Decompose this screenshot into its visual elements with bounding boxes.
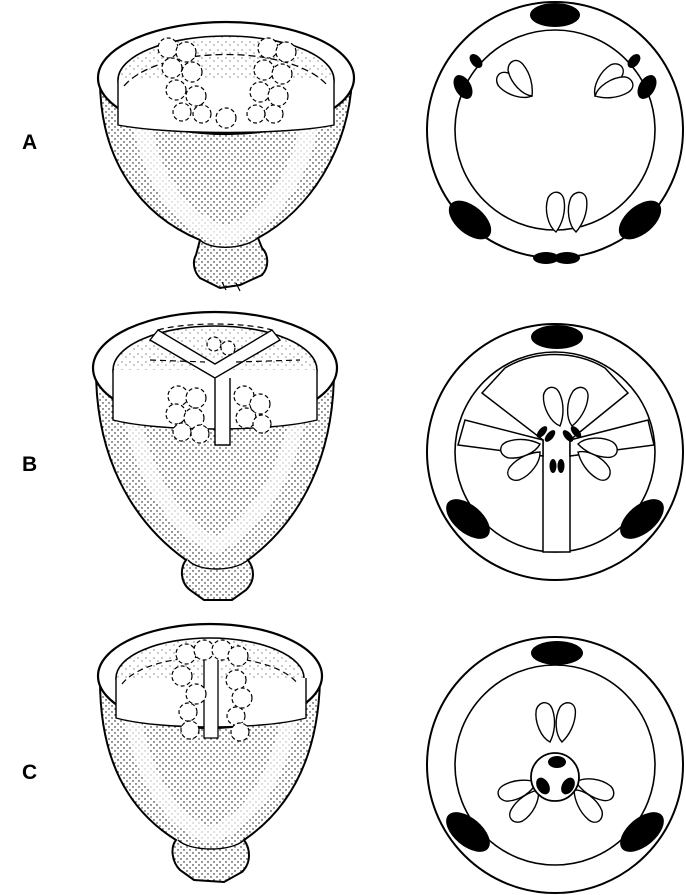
- row-c: C: [0, 596, 686, 894]
- row-a: A: [0, 0, 686, 298]
- row-label-b: B: [22, 454, 37, 475]
- row-label-c: C: [22, 762, 37, 783]
- row-b: B: [0, 298, 686, 596]
- row-label-a: A: [22, 132, 37, 153]
